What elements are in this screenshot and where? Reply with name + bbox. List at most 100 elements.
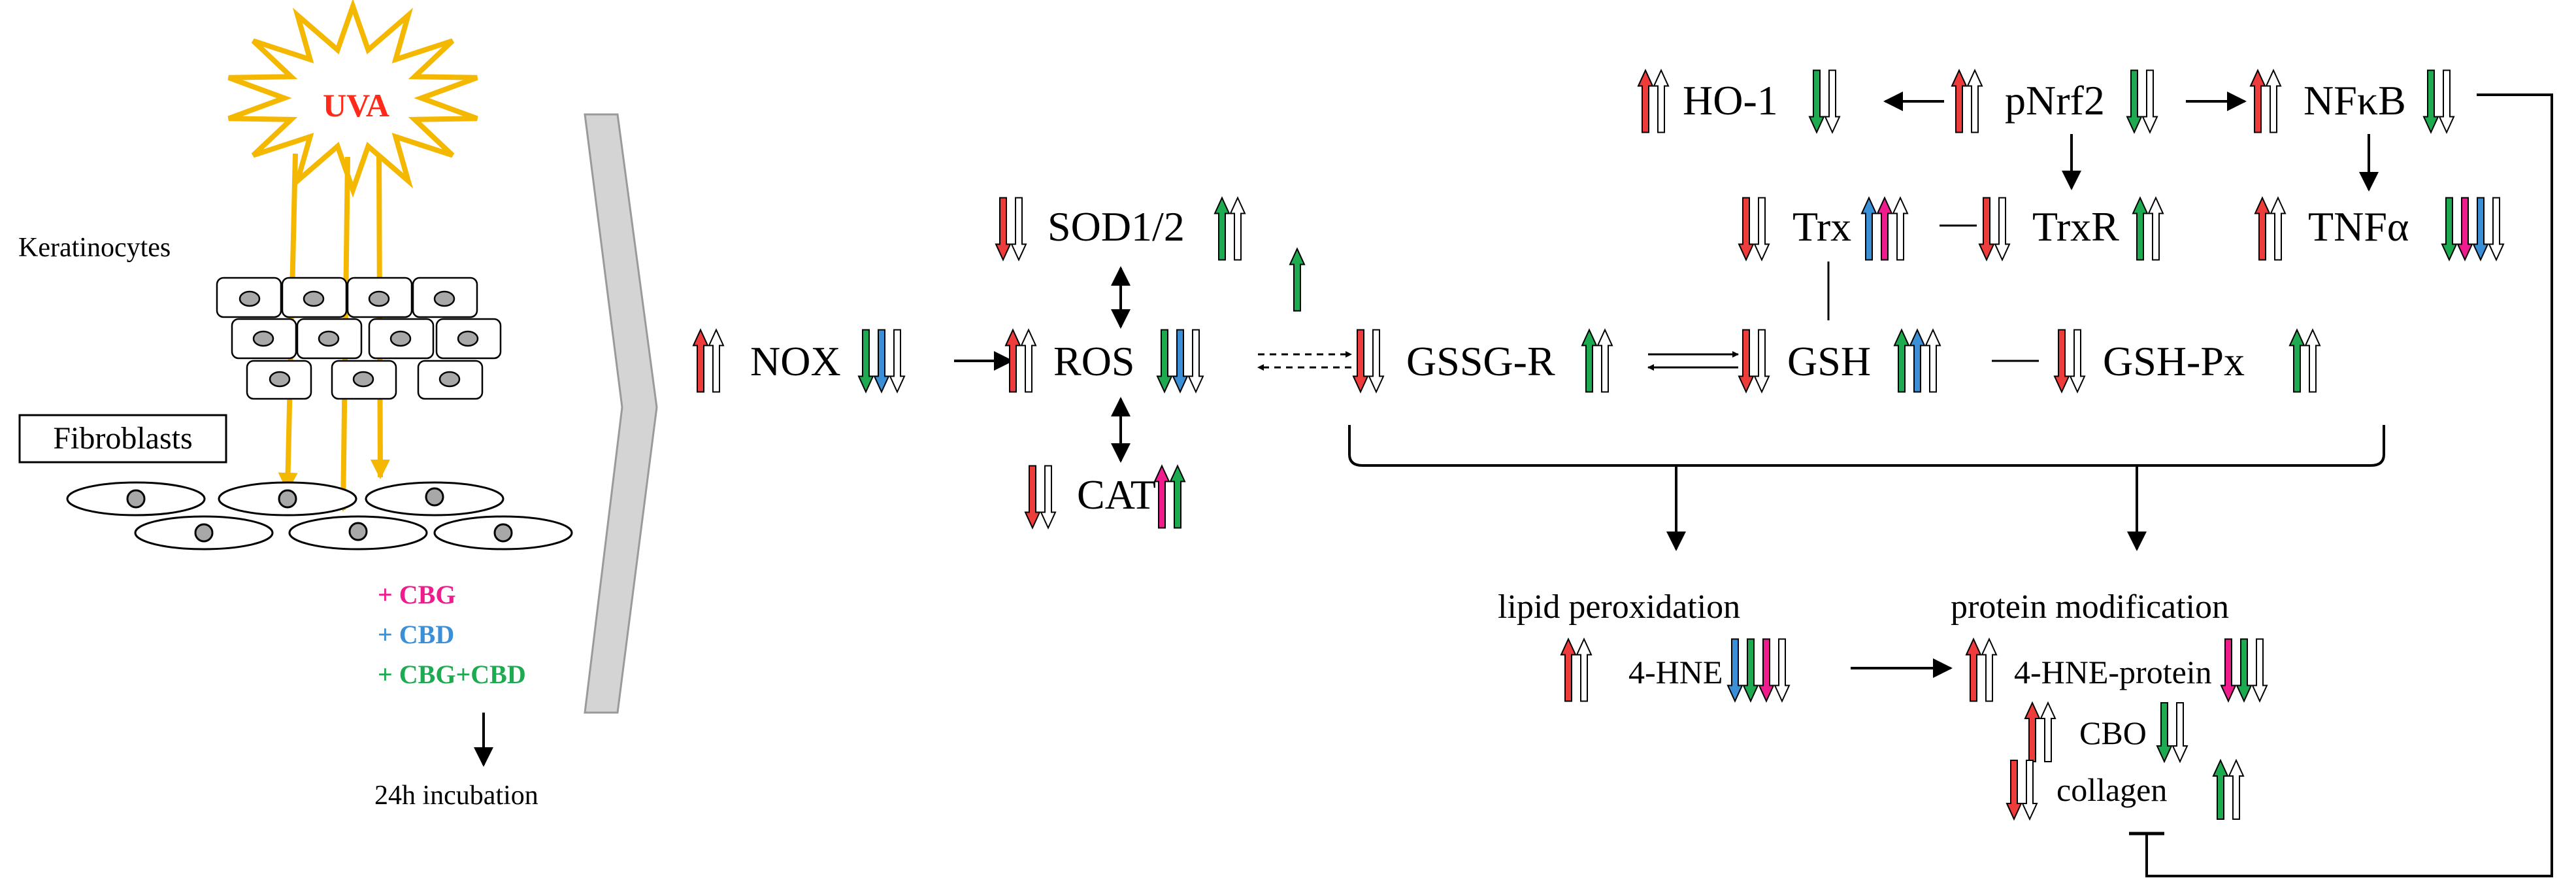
treatment-change-ros-black-arrow (1187, 329, 1204, 394)
left-panel: UVA Keratinocytes Fibroblasts (18, 0, 658, 811)
node-nox: NOX (750, 338, 841, 384)
node-trx: Trx (1792, 203, 1851, 250)
node-gsh: GSH (1787, 338, 1871, 384)
uva-change-sod-black-arrow (1010, 197, 1027, 262)
uva-change-trxr-black-arrow (1994, 197, 2011, 262)
treatment-change-tnfa-blue-arrow (2472, 197, 2489, 262)
node-sod: SOD1/2 (1048, 203, 1185, 250)
uva-change-ros-red-arrow (1004, 328, 1021, 393)
node-gshpx: GSH-Px (2103, 338, 2245, 384)
uva-burst: UVA (227, 0, 478, 198)
uva-change-collagen-red-arrow (2006, 760, 2023, 821)
uva-change-trx-black-arrow (1753, 197, 1770, 262)
treatment-change-pnrf2-black-arrow (2141, 69, 2158, 134)
uva-change-pnrf2-red-arrow (1951, 69, 1968, 133)
uva-change-gsh-red-arrow (1738, 329, 1755, 394)
fibroblast-cell (66, 481, 206, 516)
keratinocyte-cell (368, 318, 435, 360)
node-protein-modification: protein modification (1951, 588, 2229, 626)
treatment-change-hne-black-arrow (1774, 638, 1791, 703)
uva-star-shape (227, 0, 478, 198)
uva-change-nfkb-black-arrow (2265, 69, 2282, 133)
treatment-change-cat-green-arrow (1169, 464, 1186, 529)
uva-change-ho1-black-arrow (1653, 69, 1670, 133)
keratinocyte-cell (246, 360, 312, 400)
uva-change-tnfa-black-arrow (2270, 196, 2287, 261)
treatment-cbd: + CBD (378, 620, 454, 649)
fibroblast-cell (365, 481, 504, 516)
treatment-change-nox-black-arrow (889, 329, 906, 394)
treatment-change-gshpx-black-arrow (2304, 328, 2321, 393)
uva-change-cbo-black-arrow (2039, 701, 2056, 762)
treatment-change-trx-black-arrow (1892, 196, 1909, 261)
uva-change-gssgr-black-arrow (1368, 329, 1385, 394)
fibroblast-cell (218, 481, 357, 516)
node-collagen: collagen (2056, 771, 2167, 808)
change-indicators (692, 69, 2505, 821)
fibroblasts-label-box: Fibroblasts (18, 414, 227, 464)
treatment-change-sod-black-arrow (1229, 196, 1246, 261)
uva-change-gshpx-red-arrow (2053, 329, 2070, 394)
node-hne-protein: 4-HNE-protein (2014, 654, 2212, 690)
node-gssgr: GSSG-R (1406, 338, 1555, 384)
treatment-change-cat-pink-arrow (1153, 464, 1170, 529)
treatment-change-gshpx-green-arrow (2288, 328, 2305, 393)
treatment-change-hne_protein-pink-arrow (2220, 638, 2237, 703)
uva-change-nox-black-arrow (708, 328, 725, 393)
incubation-label: 24h incubation (374, 781, 538, 811)
node-ho1: HO-1 (1683, 77, 1778, 124)
treatment-change-collagen-black-arrow (2228, 758, 2245, 820)
treatment-change-cbo-black-arrow (2171, 702, 2188, 764)
treatment-cbg: + CBG (378, 580, 455, 609)
treatment-change-nox-blue-arrow (873, 329, 890, 394)
treatment-change-nfkb-black-arrow (2438, 69, 2455, 134)
treatment-change-trxr-black-arrow (2147, 196, 2164, 261)
uva-change-cat-red-arrow (1024, 465, 1041, 530)
uva-change-hne_protein-red-arrow (1965, 637, 1982, 702)
node-tnfa: TNFα (2308, 203, 2409, 250)
fibroblast-cell (433, 515, 573, 550)
pathway-connectors: GSSG-R dashed --> (954, 92, 2553, 877)
uva-change-pnrf2-black-arrow (1966, 69, 1983, 133)
node-pnrf2: pNrf2 (2005, 77, 2105, 124)
uva-change-hne-black-arrow (1576, 637, 1593, 702)
treatment-change-trx-pink-arrow (1876, 196, 1893, 261)
uva-change-gssgr-red-arrow (1352, 329, 1369, 394)
uva-change-gshpx-black-arrow (2069, 329, 2086, 394)
pathway-nodes: NOX ROS SOD1/2 CAT GSSG-R GSH GSH-Px Trx… (750, 77, 2409, 808)
uva-change-trxr-red-arrow (1978, 197, 1995, 262)
node-cbo: CBO (2079, 715, 2147, 751)
keratinocyte-cell (231, 318, 297, 360)
treatment-change-cbo-green-arrow (2156, 702, 2173, 764)
uva-change-nox-red-arrow (692, 328, 709, 393)
uva-change-ros-black-arrow (1020, 328, 1037, 393)
node-trxr: TrxR (2032, 203, 2119, 250)
glutathione-bracket (1348, 425, 2385, 467)
keratinocyte-cell (435, 318, 502, 360)
node-lipid-peroxidation: lipid peroxidation (1498, 588, 1740, 626)
treatment-change-gssgr-green-arrow (1581, 328, 1598, 393)
uva-change-collagen-black-arrow (2021, 760, 2038, 821)
treatment-cbg-cbd: + CBG+CBD (378, 660, 526, 689)
node-hne: 4-HNE (1628, 654, 1723, 690)
uva-change-hne-red-arrow (1560, 637, 1577, 702)
transition-chevron (584, 113, 658, 714)
keratinocyte-cell (296, 318, 363, 360)
uva-label: UVA (323, 87, 389, 124)
treatment-change-ros-green-arrow (1156, 329, 1173, 394)
keratinocyte-cell (412, 277, 478, 318)
treatment-change-trxr-green-arrow (2132, 196, 2149, 261)
treatment-change-gsh-black-arrow (1924, 328, 1941, 393)
keratinocytes-label: Keratinocytes (18, 233, 171, 263)
treatment-change-tnfa-pink-arrow (2456, 197, 2473, 262)
uva-change-gsh-black-arrow (1753, 329, 1770, 394)
treatment-change-nox-green-arrow (857, 329, 874, 394)
nfkb-inhibits-collagen (2145, 93, 2553, 877)
uva-change-cat-black-arrow (1040, 465, 1057, 530)
fibroblast-layer (66, 481, 573, 550)
keratinocyte-cell (331, 360, 397, 400)
treatment-change-hne-pink-arrow (1758, 638, 1775, 703)
keratinocyte-cell (216, 277, 282, 318)
